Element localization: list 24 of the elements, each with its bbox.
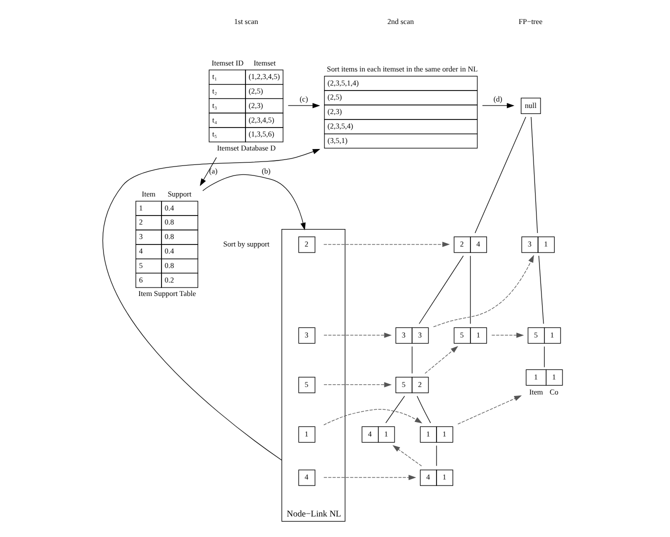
arrow bbox=[324, 382, 392, 388]
arrow bbox=[200, 157, 217, 186]
arrow bbox=[424, 346, 458, 374]
arrow bbox=[458, 395, 522, 424]
arrow bbox=[202, 174, 306, 230]
arrow bbox=[324, 474, 416, 480]
arrow bbox=[324, 332, 392, 338]
arrow bbox=[482, 102, 514, 108]
connector bbox=[385, 396, 405, 424]
connector bbox=[470, 256, 471, 324]
connector bbox=[436, 445, 437, 466]
connector bbox=[544, 346, 545, 368]
connector bbox=[416, 396, 431, 424]
arrow bbox=[323, 242, 450, 248]
connector bbox=[538, 256, 544, 324]
arrow bbox=[323, 408, 422, 426]
arrow bbox=[392, 445, 422, 466]
arrow bbox=[433, 254, 534, 328]
arrow bbox=[491, 332, 524, 338]
arrow bbox=[102, 148, 320, 461]
connector bbox=[474, 116, 526, 234]
connector bbox=[530, 116, 538, 234]
connector bbox=[418, 256, 464, 324]
arrow bbox=[288, 102, 320, 108]
